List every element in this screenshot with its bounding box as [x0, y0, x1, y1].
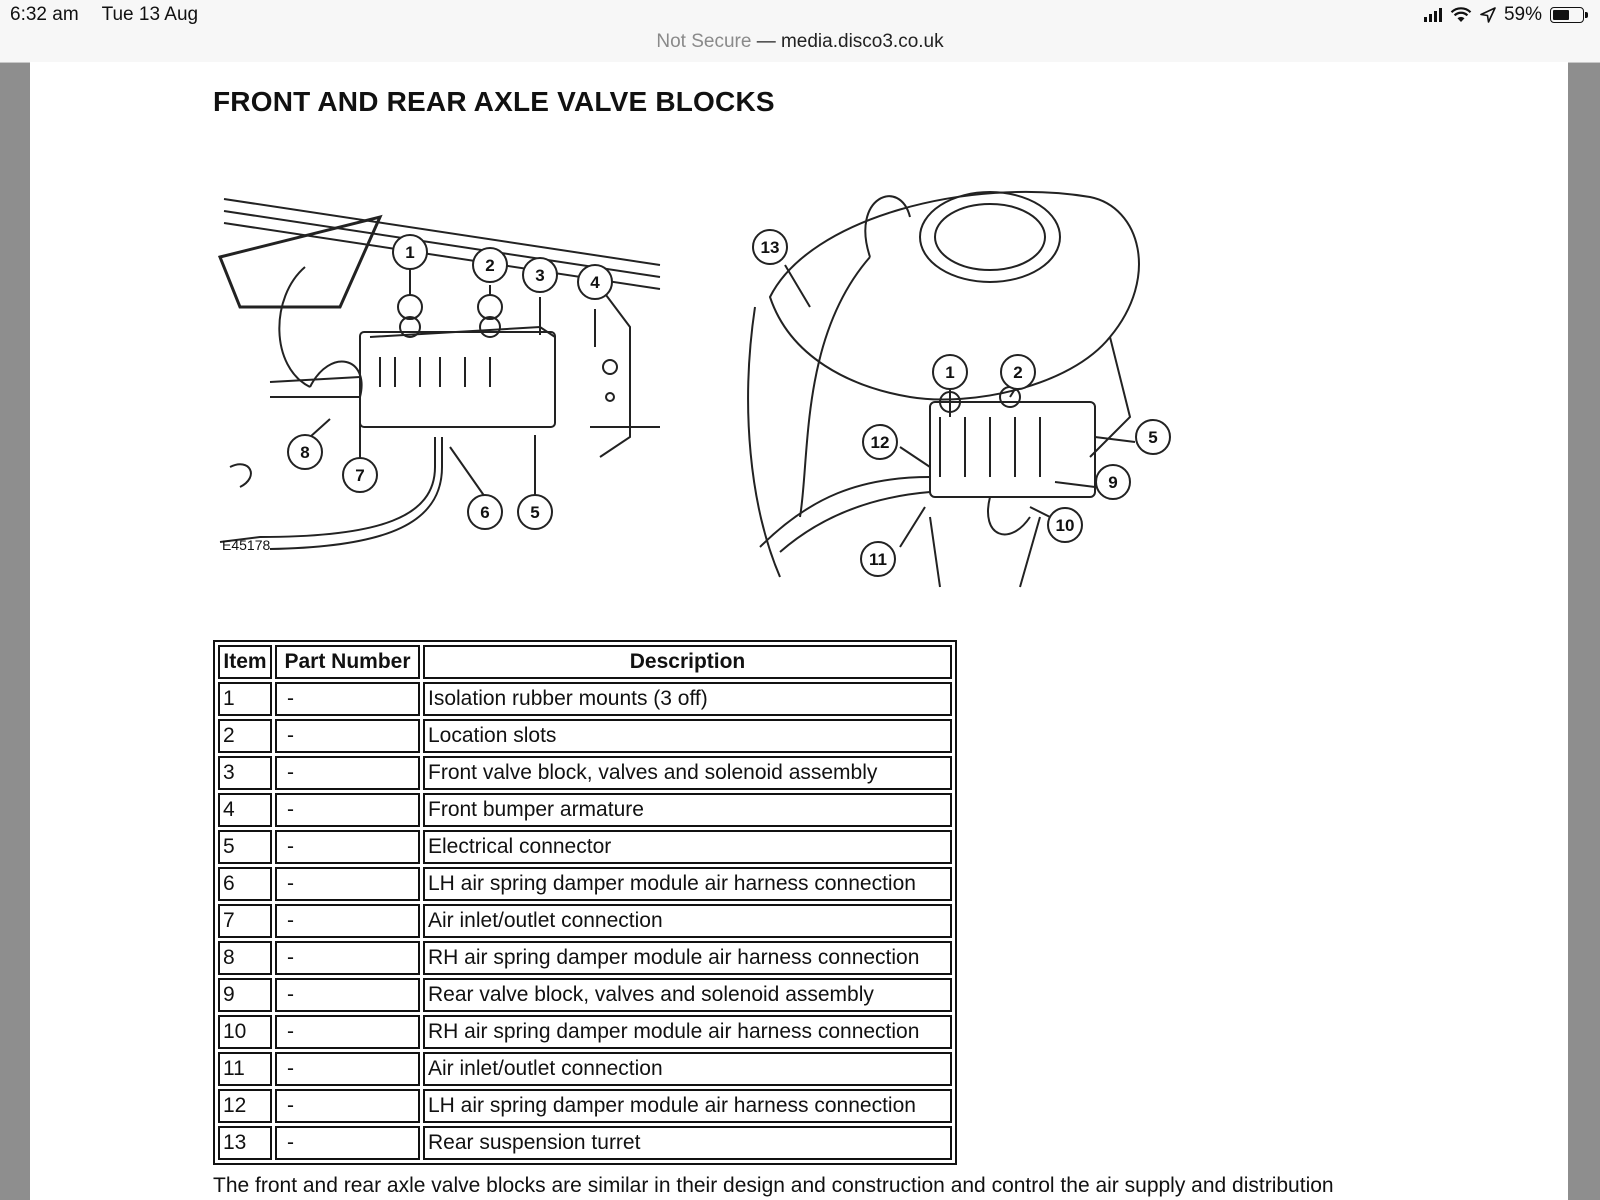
- callout-left-4: 4: [590, 273, 600, 292]
- callout-left-6: 6: [480, 503, 489, 522]
- cell-part-number: -: [275, 1015, 420, 1049]
- valve-block-diagram: 1 2 3 4 5 6 7 8 E45178: [210, 157, 1230, 677]
- cell-item: 8: [218, 941, 272, 975]
- table-row: 5-Electrical connector: [218, 830, 952, 864]
- parts-table: Item Part Number Description 1-Isolation…: [213, 640, 957, 1165]
- cell-part-number: -: [275, 904, 420, 938]
- cell-item: 5: [218, 830, 272, 864]
- battery-percentage: 59%: [1503, 4, 1542, 25]
- status-and-address-bar: 6:32 am Tue 13 Aug 59% Not Secure — medi…: [0, 0, 1600, 63]
- table-row: 6-LH air spring damper module air harnes…: [218, 867, 952, 901]
- cell-description: Front valve block, valves and solenoid a…: [423, 756, 952, 790]
- callout-left-2: 2: [485, 256, 494, 275]
- status-left: 6:32 am Tue 13 Aug: [10, 4, 216, 26]
- callout-left-1: 1: [405, 243, 414, 262]
- callout-left-7: 7: [355, 466, 364, 485]
- callout-right-1: 1: [945, 363, 954, 382]
- cell-item: 11: [218, 1052, 272, 1086]
- cell-item: 3: [218, 756, 272, 790]
- cell-description: LH air spring damper module air harness …: [423, 1089, 952, 1123]
- cell-item: 2: [218, 719, 272, 753]
- figure-reference: E45178: [222, 537, 270, 553]
- cell-item: 12: [218, 1089, 272, 1123]
- cell-description: RH air spring damper module air harness …: [423, 1015, 952, 1049]
- location-arrow-icon: [1480, 7, 1496, 23]
- wifi-icon: [1450, 7, 1472, 22]
- battery-icon: [1550, 7, 1588, 23]
- callout-right-10: 10: [1056, 516, 1075, 535]
- cell-part-number: -: [275, 941, 420, 975]
- header-part-number: Part Number: [275, 645, 420, 679]
- table-row: 10-RH air spring damper module air harne…: [218, 1015, 952, 1049]
- table-row: 1-Isolation rubber mounts (3 off): [218, 682, 952, 716]
- cell-description: Front bumper armature: [423, 793, 952, 827]
- callout-right-5: 5: [1148, 428, 1157, 447]
- cell-part-number: -: [275, 1052, 420, 1086]
- page-title: FRONT AND REAR AXLE VALVE BLOCKS: [213, 86, 775, 117]
- table-row: 2-Location slots: [218, 719, 952, 753]
- table-header-row: Item Part Number Description: [218, 645, 952, 679]
- cell-description: Air inlet/outlet connection: [423, 1052, 952, 1086]
- cell-part-number: -: [275, 830, 420, 864]
- cell-part-number: -: [275, 756, 420, 790]
- address-separator: —: [756, 31, 776, 52]
- cell-item: 9: [218, 978, 272, 1012]
- status-date: Tue 13 Aug: [101, 4, 199, 25]
- cell-description: Electrical connector: [423, 830, 952, 864]
- cell-part-number: -: [275, 682, 420, 716]
- cell-part-number: -: [275, 719, 420, 753]
- body-paragraph: The front and rear axle valve blocks are…: [213, 1174, 1334, 1197]
- table-row: 11-Air inlet/outlet connection: [218, 1052, 952, 1086]
- callout-left-8: 8: [300, 443, 309, 462]
- callout-right-2: 2: [1013, 363, 1022, 382]
- status-time: 6:32 am: [10, 4, 79, 25]
- table-row: 8-RH air spring damper module air harnes…: [218, 941, 952, 975]
- table-row: 9-Rear valve block, valves and solenoid …: [218, 978, 952, 1012]
- status-right: 59%: [1423, 4, 1588, 26]
- callout-left-3: 3: [535, 266, 544, 285]
- cell-part-number: -: [275, 1089, 420, 1123]
- callout-right-12: 12: [871, 433, 890, 452]
- not-secure-label: Not Secure: [656, 31, 752, 52]
- cell-part-number: -: [275, 1126, 420, 1160]
- table-row: 4-Front bumper armature: [218, 793, 952, 827]
- callout-right-9: 9: [1108, 473, 1117, 492]
- cell-description: Air inlet/outlet connection: [423, 904, 952, 938]
- address-domain: media.disco3.co.uk: [780, 31, 944, 52]
- header-item: Item: [218, 645, 272, 679]
- cell-item: 4: [218, 793, 272, 827]
- cell-description: Location slots: [423, 719, 952, 753]
- cell-item: 13: [218, 1126, 272, 1160]
- diagram-svg: 1 2 3 4 5 6 7 8 E45178: [217, 190, 1171, 588]
- cell-item: 10: [218, 1015, 272, 1049]
- cell-description: LH air spring damper module air harness …: [423, 867, 952, 901]
- callout-left-5: 5: [530, 503, 539, 522]
- cell-part-number: -: [275, 867, 420, 901]
- table-row: 3-Front valve block, valves and solenoid…: [218, 756, 952, 790]
- header-description: Description: [423, 645, 952, 679]
- callout-right-11: 11: [869, 550, 887, 569]
- cellular-signal-icon: [1423, 8, 1442, 22]
- address-bar[interactable]: Not Secure — media.disco3.co.uk: [0, 31, 1600, 53]
- callout-right-13: 13: [761, 238, 780, 257]
- table-row: 12-LH air spring damper module air harne…: [218, 1089, 952, 1123]
- cell-item: 1: [218, 682, 272, 716]
- document-page: FRONT AND REAR AXLE VALVE BLOCKS: [30, 62, 1568, 1200]
- cell-item: 7: [218, 904, 272, 938]
- table-row: 13-Rear suspension turret: [218, 1126, 952, 1160]
- table-row: 7-Air inlet/outlet connection: [218, 904, 952, 938]
- cell-description: Isolation rubber mounts (3 off): [423, 682, 952, 716]
- cell-description: RH air spring damper module air harness …: [423, 941, 952, 975]
- cell-description: Rear suspension turret: [423, 1126, 952, 1160]
- cell-part-number: -: [275, 978, 420, 1012]
- battery-fill: [1553, 10, 1569, 20]
- cell-description: Rear valve block, valves and solenoid as…: [423, 978, 952, 1012]
- cell-item: 6: [218, 867, 272, 901]
- cell-part-number: -: [275, 793, 420, 827]
